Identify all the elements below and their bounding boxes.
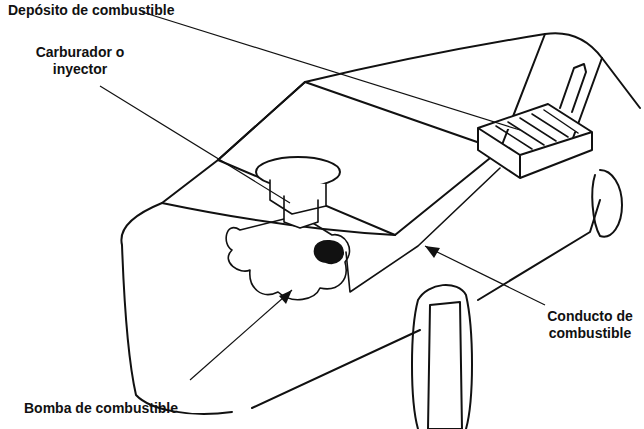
part-label: Conducto de combustible	[538, 308, 642, 342]
arrow-head	[279, 290, 292, 304]
leader-line	[190, 290, 292, 380]
leader-line	[425, 246, 545, 305]
leader-line	[100, 86, 290, 203]
fuel-pump	[315, 241, 343, 263]
carburetor	[270, 180, 326, 228]
windshield	[218, 82, 500, 235]
leader-line	[142, 12, 520, 130]
part-label: Carburador o inyector	[30, 44, 130, 78]
fuel-line	[346, 168, 500, 292]
arrow-head	[425, 246, 440, 258]
part-label: Depósito de combustible	[8, 2, 208, 19]
rear-wheel	[592, 170, 622, 237]
car-body	[121, 33, 640, 414]
hood-line	[162, 203, 395, 235]
front-tyre	[428, 302, 462, 429]
fuel-tank	[478, 104, 592, 178]
tank-stripes	[496, 110, 578, 149]
front-wheel	[412, 285, 472, 429]
filler-neck	[560, 64, 586, 112]
part-label: Bomba de combustible	[24, 400, 224, 417]
engine-block	[226, 215, 349, 300]
